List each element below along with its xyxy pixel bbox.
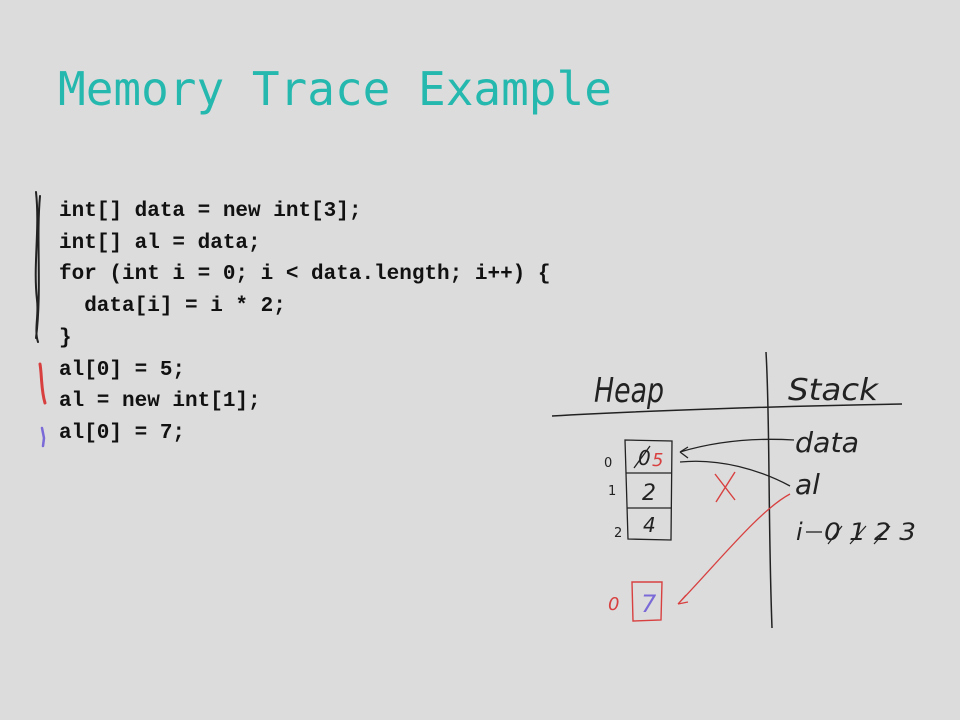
- slide-title: Memory Trace Example: [58, 62, 612, 116]
- red-progress-mark: [38, 362, 47, 405]
- al-new-reference-arrow: [677, 493, 791, 605]
- new-array: 0 7: [608, 581, 663, 622]
- stack-label: Stack: [788, 373, 880, 408]
- new-array-index: 0: [608, 594, 619, 615]
- code-line: }: [59, 326, 72, 350]
- code-line: for (int i = 0; i < data.length; i++) {: [59, 263, 551, 287]
- i-values: 0 1 2 3: [824, 518, 916, 546]
- al-old-reference-cross-icon: [714, 471, 736, 503]
- stack-var-i: i 0 1 2 3: [796, 518, 916, 546]
- heap-value: 0: [638, 446, 651, 470]
- heap-label: Heap: [594, 371, 664, 411]
- code-line: al[0] = 5;: [59, 358, 186, 382]
- code-line: int[] al = data;: [59, 231, 261, 255]
- overwritten-value: 5: [652, 450, 663, 471]
- heap-array: 0 1 2 0 5 2 4: [604, 439, 673, 541]
- stack-var-data: data: [795, 426, 859, 459]
- black-progress-mark: [34, 191, 41, 343]
- code-line: al[0] = 7;: [59, 421, 186, 445]
- heap-index: 1: [608, 484, 616, 499]
- heap-stack-divider: [765, 351, 773, 629]
- heap-value: 2: [642, 481, 656, 506]
- al-old-reference-arrow: [679, 460, 791, 487]
- purple-progress-mark: [40, 426, 46, 448]
- stack-var-i-label: i: [796, 518, 803, 546]
- heap-index: 2: [614, 526, 622, 541]
- heap-index: 0: [604, 456, 612, 471]
- code-line: data[i] = i * 2;: [59, 295, 286, 319]
- code-line: int[] data = new int[3];: [59, 200, 362, 223]
- heap-value: 4: [643, 513, 656, 537]
- code-block: int[] data = new int[3]; int[] al = data…: [59, 196, 550, 450]
- code-line: al = new int[1];: [59, 390, 261, 414]
- stack-var-al: al: [795, 468, 820, 501]
- header-underline: [551, 403, 903, 417]
- data-reference-arrow: [679, 438, 795, 459]
- new-array-value: 7: [641, 590, 657, 618]
- progress-marks: [34, 191, 47, 448]
